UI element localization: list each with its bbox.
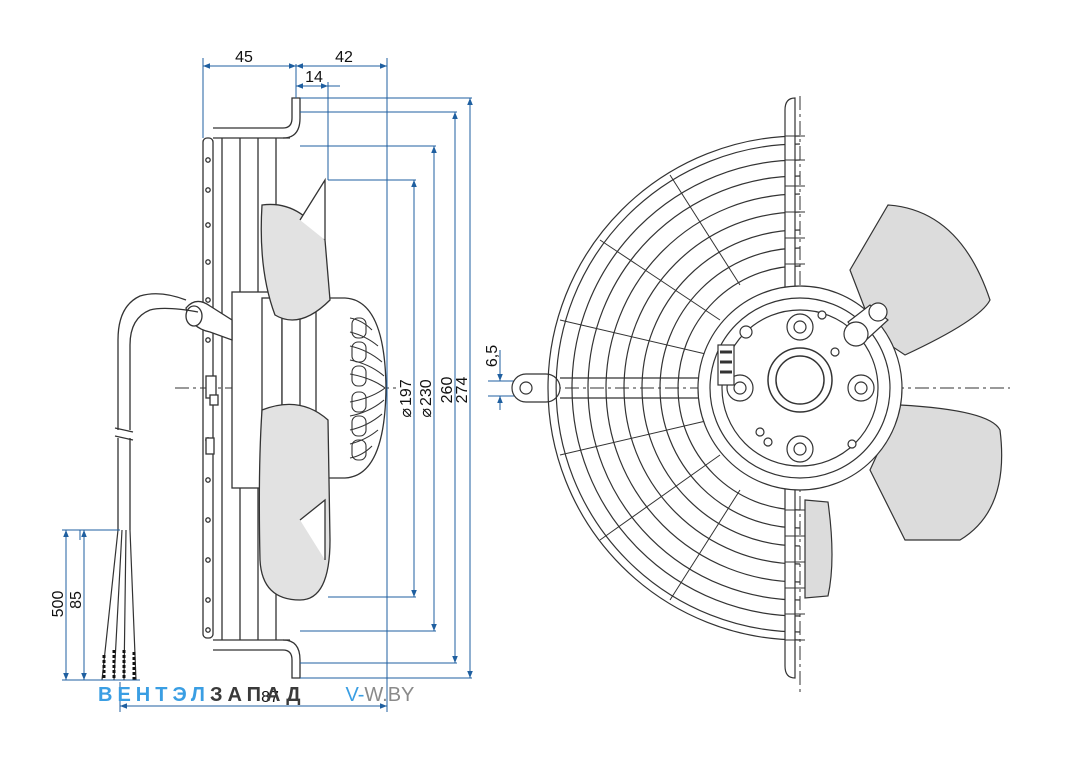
guard-rib-ticks xyxy=(785,135,805,641)
mount-lug xyxy=(511,373,561,403)
small-holes xyxy=(739,310,857,449)
blade-right xyxy=(869,404,1003,541)
blade-upper xyxy=(260,203,331,321)
brand-url-rest: W.BY xyxy=(364,684,415,706)
dim-6-5: 6,5 xyxy=(484,345,501,367)
dim-197: 197 xyxy=(398,379,415,406)
cable-gland-front xyxy=(843,302,889,347)
side-view xyxy=(101,97,400,681)
front-view xyxy=(511,96,1010,695)
blade-lower xyxy=(258,403,331,601)
brand-part-2: ЗАПАД xyxy=(209,684,306,706)
dim-45: 45 xyxy=(235,49,253,66)
cable xyxy=(117,293,199,430)
hub-inner xyxy=(775,355,825,405)
label-plate xyxy=(717,344,735,386)
dim-274: 274 xyxy=(454,377,471,404)
dim-230-symbol: ⌀ xyxy=(418,408,435,418)
guard-rings xyxy=(547,135,801,641)
dim-197-group: ⌀ 197 xyxy=(398,379,415,417)
cable-wires xyxy=(101,529,137,681)
dim-260: 260 xyxy=(439,377,456,404)
dim-87: 87 xyxy=(261,689,279,706)
guard-spokes xyxy=(559,174,741,601)
brand-part-1: ВЕНТЭЛ xyxy=(98,684,210,706)
dim-230-group: ⌀ 230 xyxy=(418,379,435,417)
brand-url-prefix: V- xyxy=(345,684,365,706)
dim-230: 230 xyxy=(418,379,435,406)
dim-500: 500 xyxy=(50,591,67,618)
dim-85: 85 xyxy=(68,591,85,609)
dim-197-symbol: ⌀ xyxy=(398,408,415,418)
dim-42: 42 xyxy=(335,49,353,66)
motor-fins xyxy=(349,317,386,461)
dim-14: 14 xyxy=(305,69,323,86)
blade-bottom xyxy=(804,499,833,599)
brand-watermark: ВЕНТЭЛЗАПАД V-W.BY xyxy=(98,684,414,714)
side-dimensions xyxy=(62,58,530,712)
screw-bosses xyxy=(726,313,875,463)
grill-dots xyxy=(205,157,211,633)
